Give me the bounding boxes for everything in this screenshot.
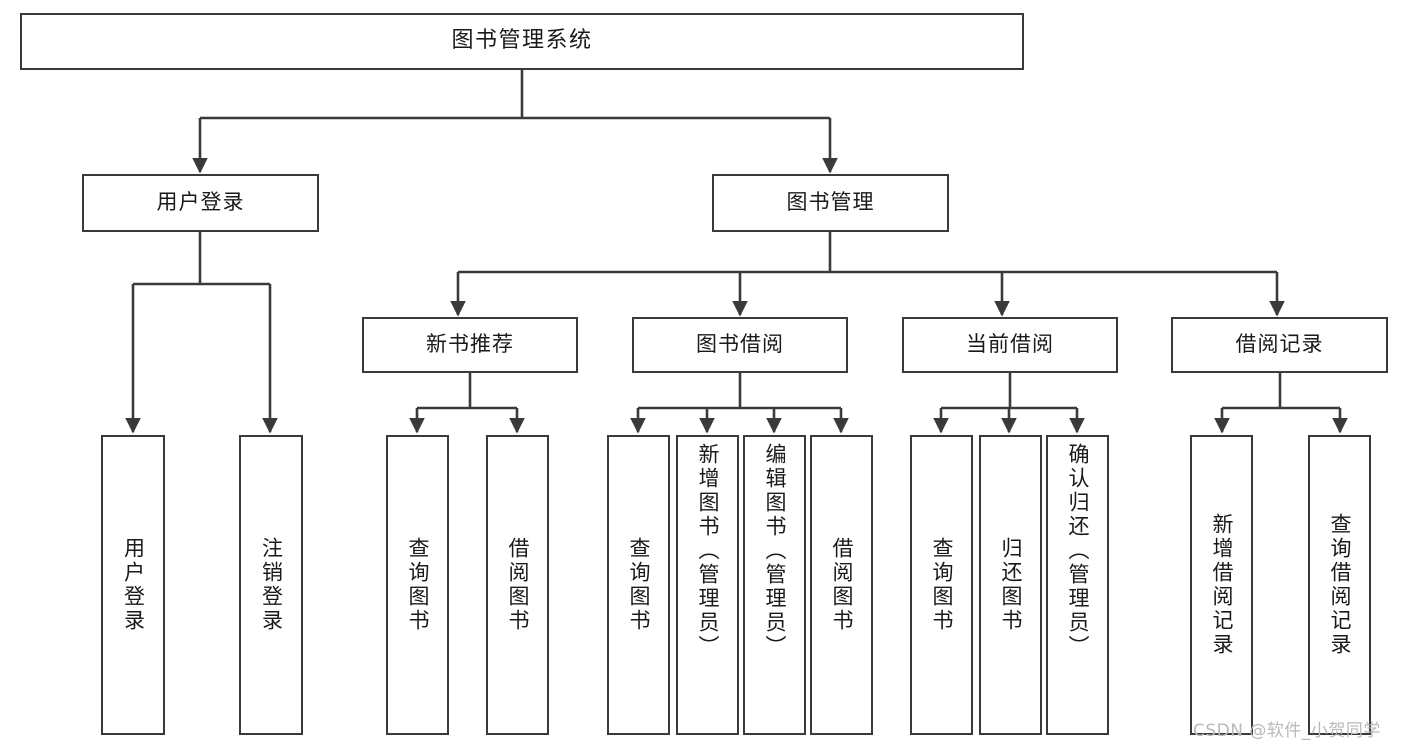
leaf-new-book-borrow[interactable]: 借阅图书	[486, 435, 549, 735]
leaf-borrow-edit-book-admin[interactable]: 编辑图书（管理员）	[743, 435, 806, 735]
leaf-new-book-query[interactable]: 查询图书	[386, 435, 449, 735]
leaf-records-add-record[interactable]: 新增借阅记录	[1190, 435, 1253, 735]
node-book-management[interactable]: 图书管理	[712, 174, 949, 232]
node-label: 归还图书	[999, 537, 1023, 633]
node-label: 查询图书	[406, 537, 430, 633]
node-label: 注销登录	[259, 537, 284, 633]
node-label: 查询借阅记录	[1328, 513, 1352, 657]
leaf-borrow-add-book-admin[interactable]: 新增图书（管理员）	[676, 435, 739, 735]
leaf-current-query-book[interactable]: 查询图书	[910, 435, 973, 735]
node-root-book-management-system[interactable]: 图书管理系统	[20, 13, 1024, 70]
node-label: 图书管理系统	[451, 28, 593, 54]
node-borrowing-records[interactable]: 借阅记录	[1171, 317, 1388, 373]
node-label: 借阅记录	[1235, 332, 1324, 357]
node-label: 当前借阅	[966, 332, 1054, 357]
node-book-borrowing[interactable]: 图书借阅	[632, 317, 848, 373]
leaf-current-return-book[interactable]: 归还图书	[979, 435, 1042, 735]
node-label: 借阅图书	[830, 537, 854, 633]
node-label: 查询图书	[627, 537, 651, 633]
leaf-records-query-record[interactable]: 查询借阅记录	[1308, 435, 1371, 735]
node-label: 用户登录	[121, 537, 146, 633]
node-label: 确认归还（管理员）	[1066, 443, 1090, 659]
node-label: 新书推荐	[426, 332, 514, 357]
node-label: 编辑图书（管理员）	[763, 443, 787, 659]
leaf-borrow-query-book[interactable]: 查询图书	[607, 435, 670, 735]
node-label: 图书借阅	[696, 332, 784, 357]
leaf-user-login-signin[interactable]: 用户登录	[101, 435, 165, 735]
node-label: 借阅图书	[506, 537, 530, 633]
node-current-borrowing[interactable]: 当前借阅	[902, 317, 1118, 373]
node-label: 图书管理	[786, 190, 875, 215]
csdn-watermark: CSDN @软件_小贺同学	[1193, 721, 1381, 741]
leaf-user-login-signout[interactable]: 注销登录	[239, 435, 303, 735]
leaf-borrow-borrow-book[interactable]: 借阅图书	[810, 435, 873, 735]
node-label: 新增借阅记录	[1210, 513, 1234, 657]
node-label: 用户登录	[156, 190, 245, 215]
node-new-book-recommendation[interactable]: 新书推荐	[362, 317, 578, 373]
node-user-login[interactable]: 用户登录	[82, 174, 319, 232]
leaf-current-confirm-return-admin[interactable]: 确认归还（管理员）	[1046, 435, 1109, 735]
node-label: 查询图书	[930, 537, 954, 633]
node-label: 新增图书（管理员）	[696, 443, 720, 659]
